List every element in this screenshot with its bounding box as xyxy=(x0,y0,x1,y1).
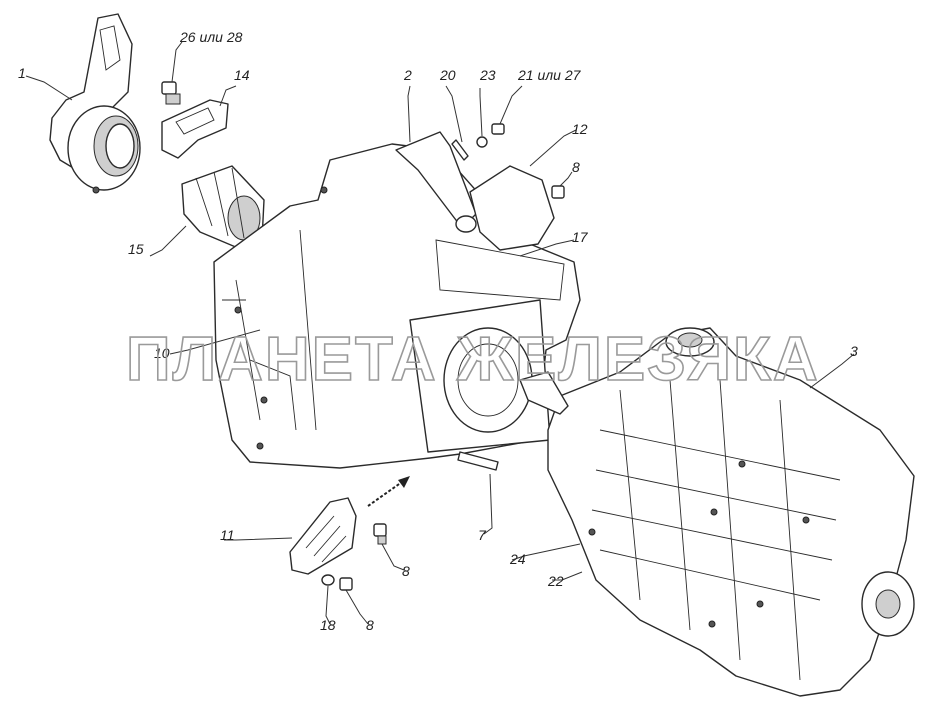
bolt-part-26-28 xyxy=(161,81,181,105)
callout-15: 15 xyxy=(128,241,144,257)
callout-12: 12 xyxy=(572,121,588,137)
callout-8-top: 8 xyxy=(572,159,580,175)
stud-part-7 xyxy=(457,451,499,471)
assembly-arrow xyxy=(367,476,410,507)
callout-21-27: 21 или 27 xyxy=(517,67,582,83)
callout-7: 7 xyxy=(478,527,487,543)
callout-8-bottom: 8 xyxy=(366,617,374,633)
callout-18: 18 xyxy=(320,617,336,633)
nut-part-21-27 xyxy=(491,123,505,135)
bolt-part-8-middle xyxy=(373,523,387,545)
callout-3: 3 xyxy=(850,343,858,359)
callout-20: 20 xyxy=(439,67,456,83)
fork-bracket-part-14 xyxy=(161,99,229,159)
bolt-part-8-top xyxy=(551,185,565,199)
bolt-part-8-bottom xyxy=(339,577,353,591)
fastener-part-20 xyxy=(451,139,469,161)
washer-part-23 xyxy=(476,136,488,148)
cover-plate-part-11 xyxy=(289,497,357,575)
callout-1: 1 xyxy=(18,65,26,81)
gearbox-part-3 xyxy=(519,327,915,697)
callout-26-28: 26 или 28 xyxy=(179,29,243,45)
callout-2: 2 xyxy=(403,67,412,83)
callout-23: 23 xyxy=(479,67,496,83)
callout-14: 14 xyxy=(234,67,250,83)
release-bearing-part-1 xyxy=(49,13,141,194)
watermark-text: ПЛАНЕТА ЖЕЛЕЗЯКА xyxy=(126,325,820,394)
callout-22: 22 xyxy=(547,573,564,589)
callout-24: 24 xyxy=(509,551,526,567)
callout-8-middle: 8 xyxy=(402,563,410,579)
leader-lines xyxy=(25,41,855,625)
callout-10: 10 xyxy=(154,345,170,361)
callout-17: 17 xyxy=(572,229,589,245)
callout-labels: 1 26 или 28 14 2 20 23 21 или 27 12 8 17… xyxy=(18,29,858,633)
cover-part-12 xyxy=(469,165,555,251)
washer-part-18 xyxy=(321,574,335,586)
protective-boot-part-15 xyxy=(181,165,265,249)
callout-11: 11 xyxy=(220,527,235,543)
